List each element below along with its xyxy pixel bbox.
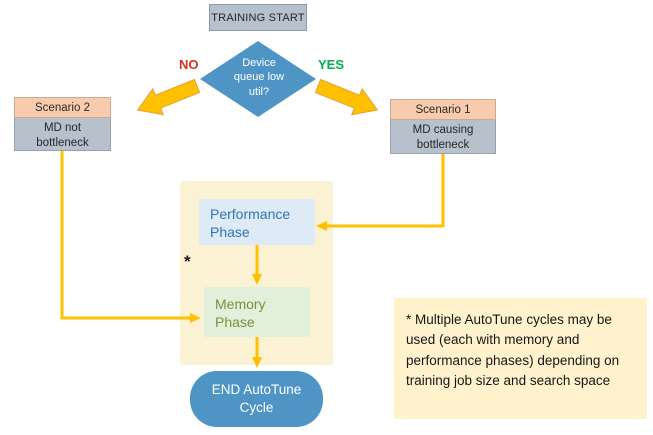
no-branch-block-arrow <box>136 78 201 116</box>
decision-node-label: Device queue low util? <box>233 57 285 98</box>
scenario2-title: Scenario 2 <box>14 97 111 118</box>
end-autotune-node: END AutoTune Cycle <box>190 371 323 427</box>
scenario2-body: MD not bottleneck <box>14 118 111 151</box>
no-branch-label: NO <box>179 57 199 72</box>
memory-phase-node: Memory Phase <box>204 287 310 337</box>
asterisk-marker: * <box>184 252 191 271</box>
scenario1-body: MD causing bottleneck <box>390 120 496 154</box>
yes-branch-block-arrow <box>314 78 379 116</box>
connector-scenario1-to-performance <box>316 154 445 231</box>
connector-scenario2-to-memory <box>60 151 201 323</box>
training-start-node: TRAINING START <box>209 4 307 31</box>
scenario1-title: Scenario 1 <box>390 99 496 120</box>
footnote-box: * Multiple AutoTune cycles may be used (… <box>394 298 647 419</box>
decision-diamond <box>200 41 316 117</box>
performance-phase-node: Performance Phase <box>199 199 315 245</box>
yes-branch-label: YES <box>318 57 345 72</box>
